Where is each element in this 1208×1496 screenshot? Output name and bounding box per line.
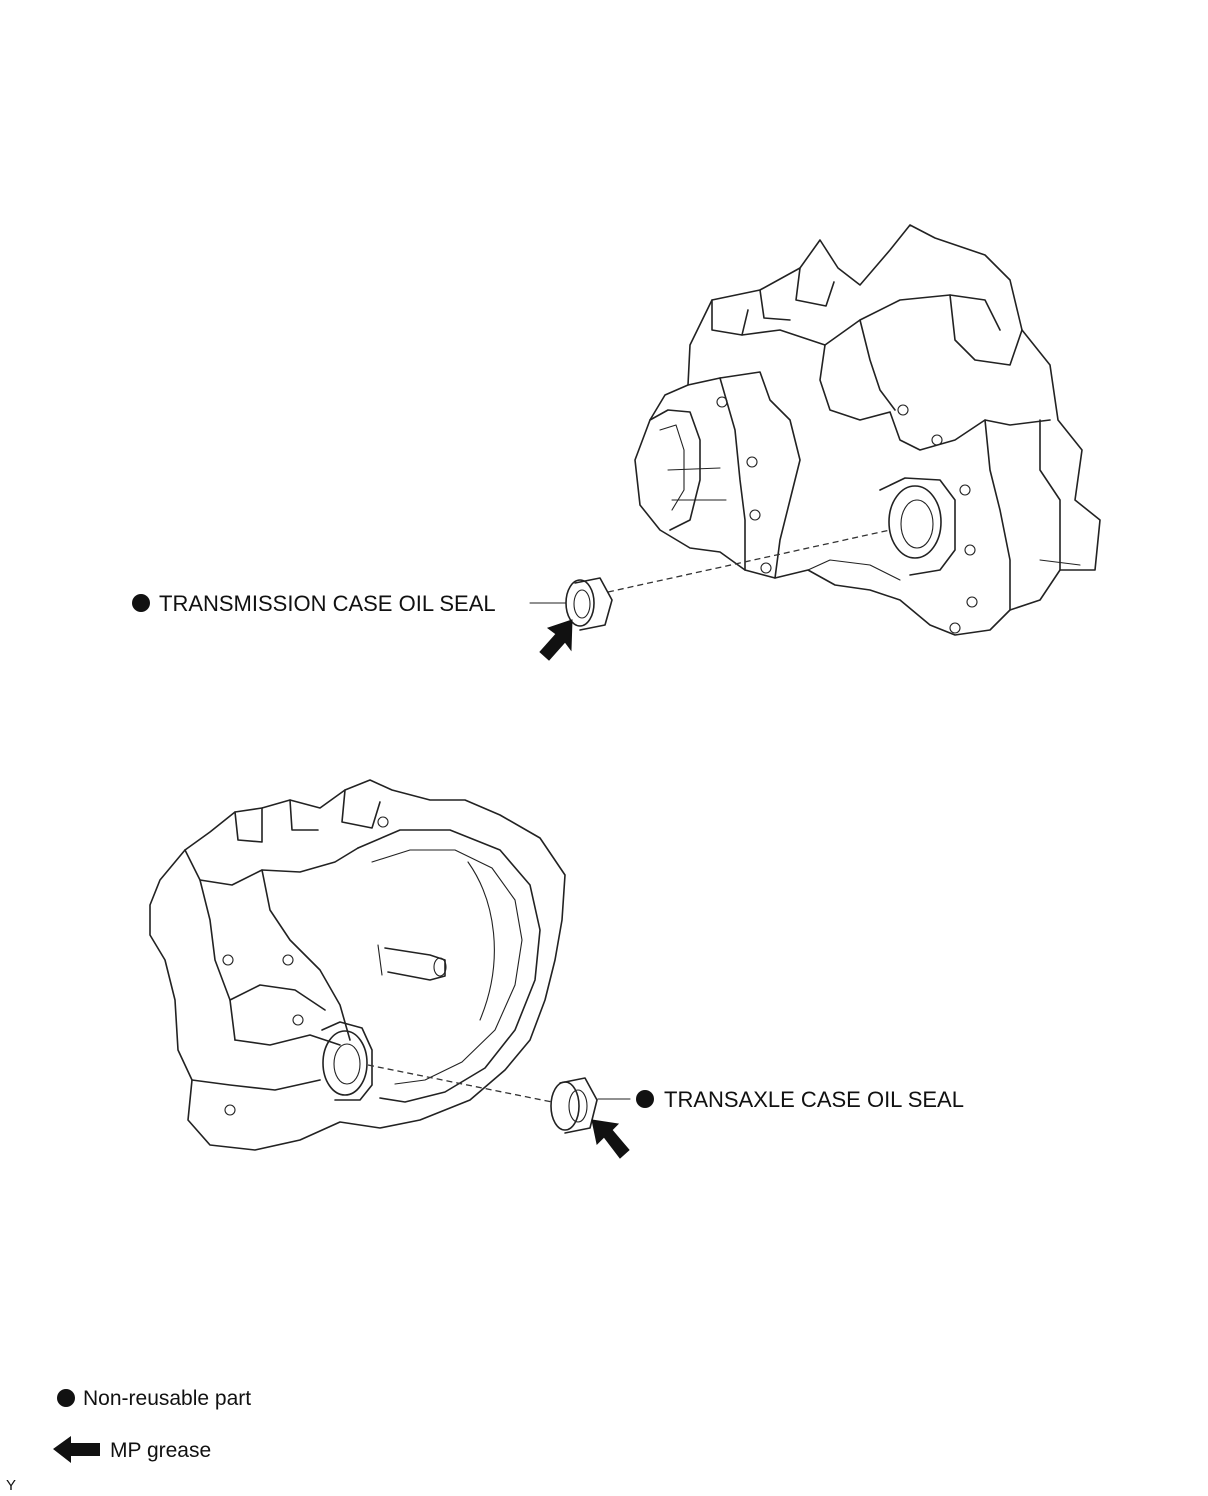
legend: Non-reusable part MP grease: [53, 1387, 251, 1463]
transmission-seal-alignment-line: [607, 529, 891, 593]
mp-grease-arrow-icon: [53, 1436, 100, 1463]
transmission-case-illustration: [634, 224, 1101, 636]
legend-non-reusable-part: Non-reusable part: [83, 1387, 251, 1410]
mp-grease-arrow-icon: [591, 1119, 630, 1159]
transaxle-case-oil-seal-label: TRANSAXLE CASE OIL SEAL: [664, 1087, 964, 1112]
legend-mp-grease: MP grease: [110, 1439, 211, 1462]
mp-grease-arrow-icon: [539, 619, 573, 661]
transaxle-case-illustration: [149, 779, 566, 1151]
non-reusable-dot-icon: [636, 1090, 654, 1108]
transaxle-seal-alignment-line: [367, 1064, 553, 1103]
transmission-case-oil-seal-label: TRANSMISSION CASE OIL SEAL: [159, 591, 496, 616]
figure-code: Y: [6, 1477, 16, 1494]
transaxle-case-oil-seal-part: [550, 1077, 598, 1134]
transmission-case-oil-seal-part: [565, 577, 613, 631]
non-reusable-dot-icon: [57, 1389, 75, 1407]
non-reusable-dot-icon: [132, 594, 150, 612]
